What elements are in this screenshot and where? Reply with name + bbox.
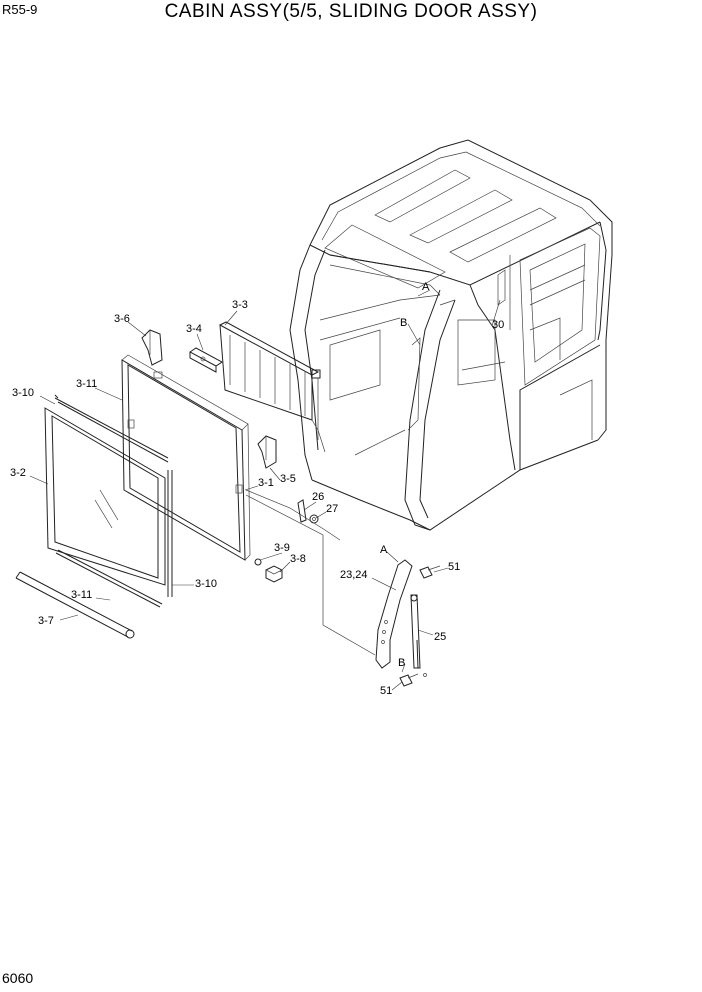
model-code: R55-9: [2, 2, 38, 17]
callout-3-9: 3-9: [274, 542, 290, 554]
callout-3-3: 3-3: [232, 299, 248, 311]
part-3-2-glass: [44, 407, 166, 586]
part-25-gas-spring: [410, 594, 427, 677]
callout-27: 27: [326, 503, 338, 515]
callout-3-8: 3-8: [290, 553, 306, 565]
part-51-bolt-lower: [399, 673, 419, 687]
callout-B-bracket: B: [398, 657, 405, 669]
page-number: 6060: [2, 970, 34, 986]
part-23-24-bracket: [375, 559, 413, 669]
callout-3-5: 3-5: [280, 473, 296, 485]
callout-A-cabin: A: [422, 281, 430, 293]
part-3-5-handle: [257, 435, 277, 469]
part-3-10-seal-right: [167, 470, 173, 597]
callout-B-cabin: B: [400, 317, 407, 329]
part-26-pin: [297, 499, 307, 523]
part-27-clip: [309, 514, 319, 524]
part-3-7-rod: [15, 571, 135, 639]
part-3-6-handle: [141, 329, 163, 366]
callout-26: 26: [312, 491, 324, 503]
callout-3-2: 3-2: [10, 467, 26, 479]
callout-3-11-lower: 3-11: [71, 589, 92, 601]
callout-25: 25: [434, 631, 446, 643]
part-3-10-seal-upper: [54, 397, 169, 463]
part-51-bolt-upper: [419, 565, 441, 579]
leader-lines: [29, 289, 501, 691]
part-3-9-washer: [254, 558, 262, 566]
callout-3-11-upper: 3-11: [76, 378, 97, 390]
callout-3-10-upper: 3-10: [12, 387, 34, 399]
part-3-11-seal-strips: [54, 394, 163, 608]
callout-51-upper: 51: [448, 561, 460, 573]
callout-51-lower: 51: [380, 685, 392, 697]
callout-3-4: 3-4: [186, 323, 202, 335]
part-3-3-screen: [219, 321, 326, 453]
callout-A-bracket: A: [380, 544, 388, 556]
cabin-frame: [289, 139, 613, 531]
callout-23-24: 23,24: [340, 569, 368, 581]
part-3-4-latch: [189, 347, 223, 373]
part-3-8-nut: [265, 565, 283, 583]
part-3-1-door-frame: [121, 354, 251, 561]
callout-3-10-lower: 3-10: [195, 578, 217, 590]
callout-3-1: 3-1: [258, 477, 274, 489]
page-title: CABIN ASSY(5/5, SLIDING DOOR ASSY): [164, 1, 538, 22]
callout-3-6: 3-6: [114, 313, 130, 325]
callout-3-7: 3-7: [38, 615, 54, 627]
callout-30: 30: [492, 319, 504, 331]
